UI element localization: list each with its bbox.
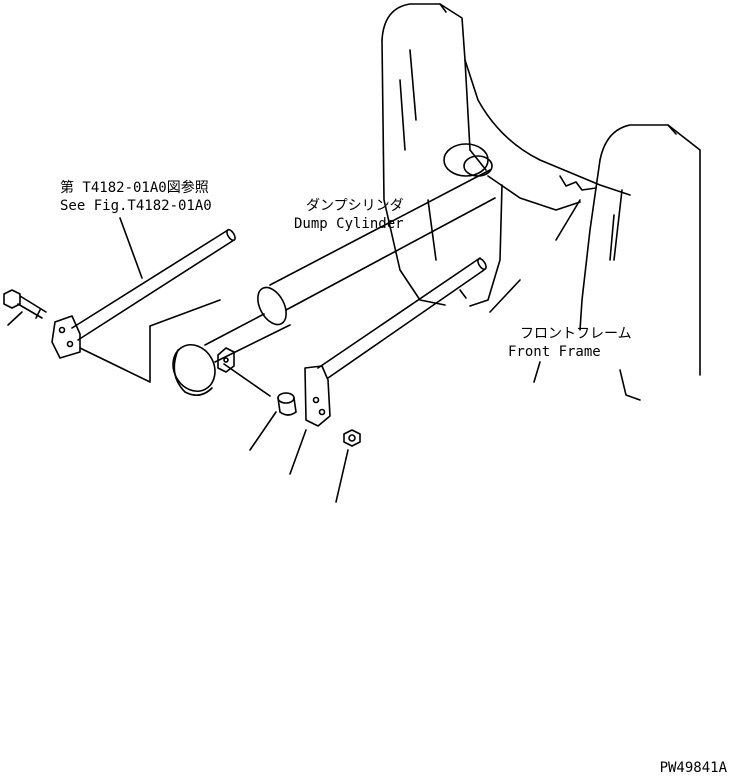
front-frame-right-upright (555, 124, 701, 401)
reference-label-jp: 第 T4182-01A0図参照 (60, 180, 209, 196)
drawing-code: PW49841A (659, 760, 727, 776)
dump-cylinder-label-jp: ダンプシリンダ (306, 198, 404, 214)
front-frame-left-upright (381, 3, 631, 306)
dump-cylinder (172, 169, 496, 396)
link-rod-left (51, 228, 236, 383)
cylinder-bracket (217, 347, 235, 373)
bushing (277, 392, 297, 416)
link-rod-right (304, 257, 487, 427)
nut (343, 429, 361, 447)
front-frame-label-jp: フロントフレーム (520, 326, 632, 342)
bolt (3, 289, 47, 326)
reference-label-en: See Fig.T4182-01A0 (60, 198, 212, 214)
front-frame-joint (443, 143, 597, 313)
front-frame-label-en: Front Frame (508, 344, 601, 360)
dump-cylinder-label-en: Dump Cylinder (294, 216, 404, 232)
leader-lines (119, 217, 541, 503)
